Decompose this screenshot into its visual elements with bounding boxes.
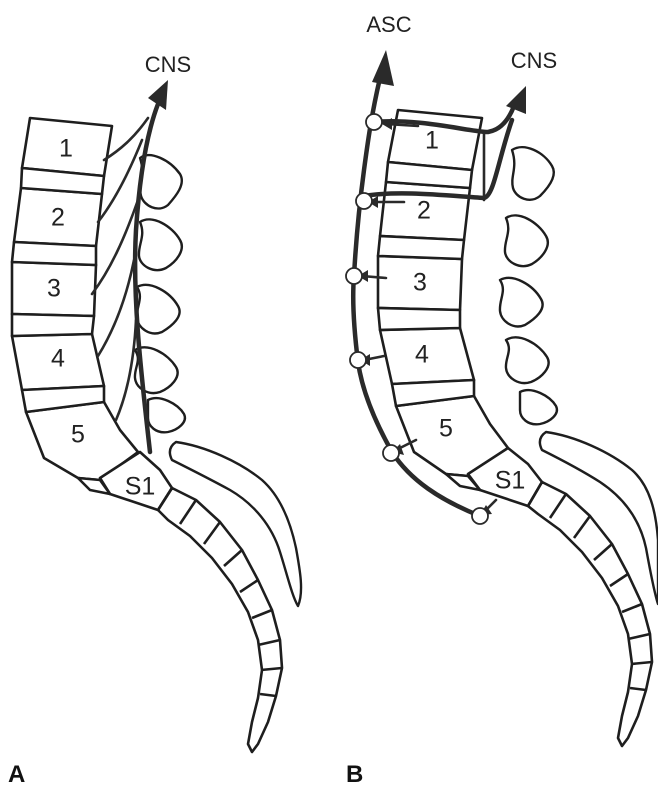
vertebra-label-b-3: 3 [413,269,427,297]
vertebra-label-b-2: 2 [417,197,431,225]
disc-a-3 [12,314,94,336]
disc-a-2 [12,242,96,265]
ganglion-b-1 [366,114,382,130]
panel-a: CNS 1 2 3 4 5 S1 A [8,52,301,788]
sacrum-b [528,482,652,746]
disc-b-3 [378,308,460,330]
vertebra-label-a-3: 3 [47,275,61,303]
vertebra-label-a-2: 2 [51,204,65,232]
ganglion-b-3 [346,268,362,284]
vertebra-label-a-5: 5 [71,421,85,449]
vertebra-label-b-4: 4 [415,341,429,369]
flow-label-b-cns: CNS [511,48,557,73]
panel-label-a: A [8,761,25,788]
arrowhead-b-cns [506,86,526,114]
vertebra-label-b-1: 1 [425,127,439,155]
ganglion-b-2 [356,193,372,209]
vertebra-label-b-s1: S1 [495,467,526,495]
sacrum-a [158,488,282,752]
vertebra-label-a-1: 1 [59,135,73,163]
ganglion-b-s1 [472,508,488,524]
flow-label-a-cns: CNS [145,52,191,77]
disc-b-2 [378,236,464,259]
vertebra-label-a-s1: S1 [125,473,156,501]
flow-label-b-asc: ASC [366,12,411,37]
vertebra-label-b-5: 5 [439,415,453,443]
arrowhead-b-asc [372,50,394,86]
vertebra-label-a-4: 4 [51,345,65,373]
panel-b: ASC CNS 1 2 3 4 5 S1 B [346,12,658,788]
ganglion-b-5 [383,445,399,461]
panel-label-b: B [346,761,363,788]
ganglion-b-4 [350,352,366,368]
